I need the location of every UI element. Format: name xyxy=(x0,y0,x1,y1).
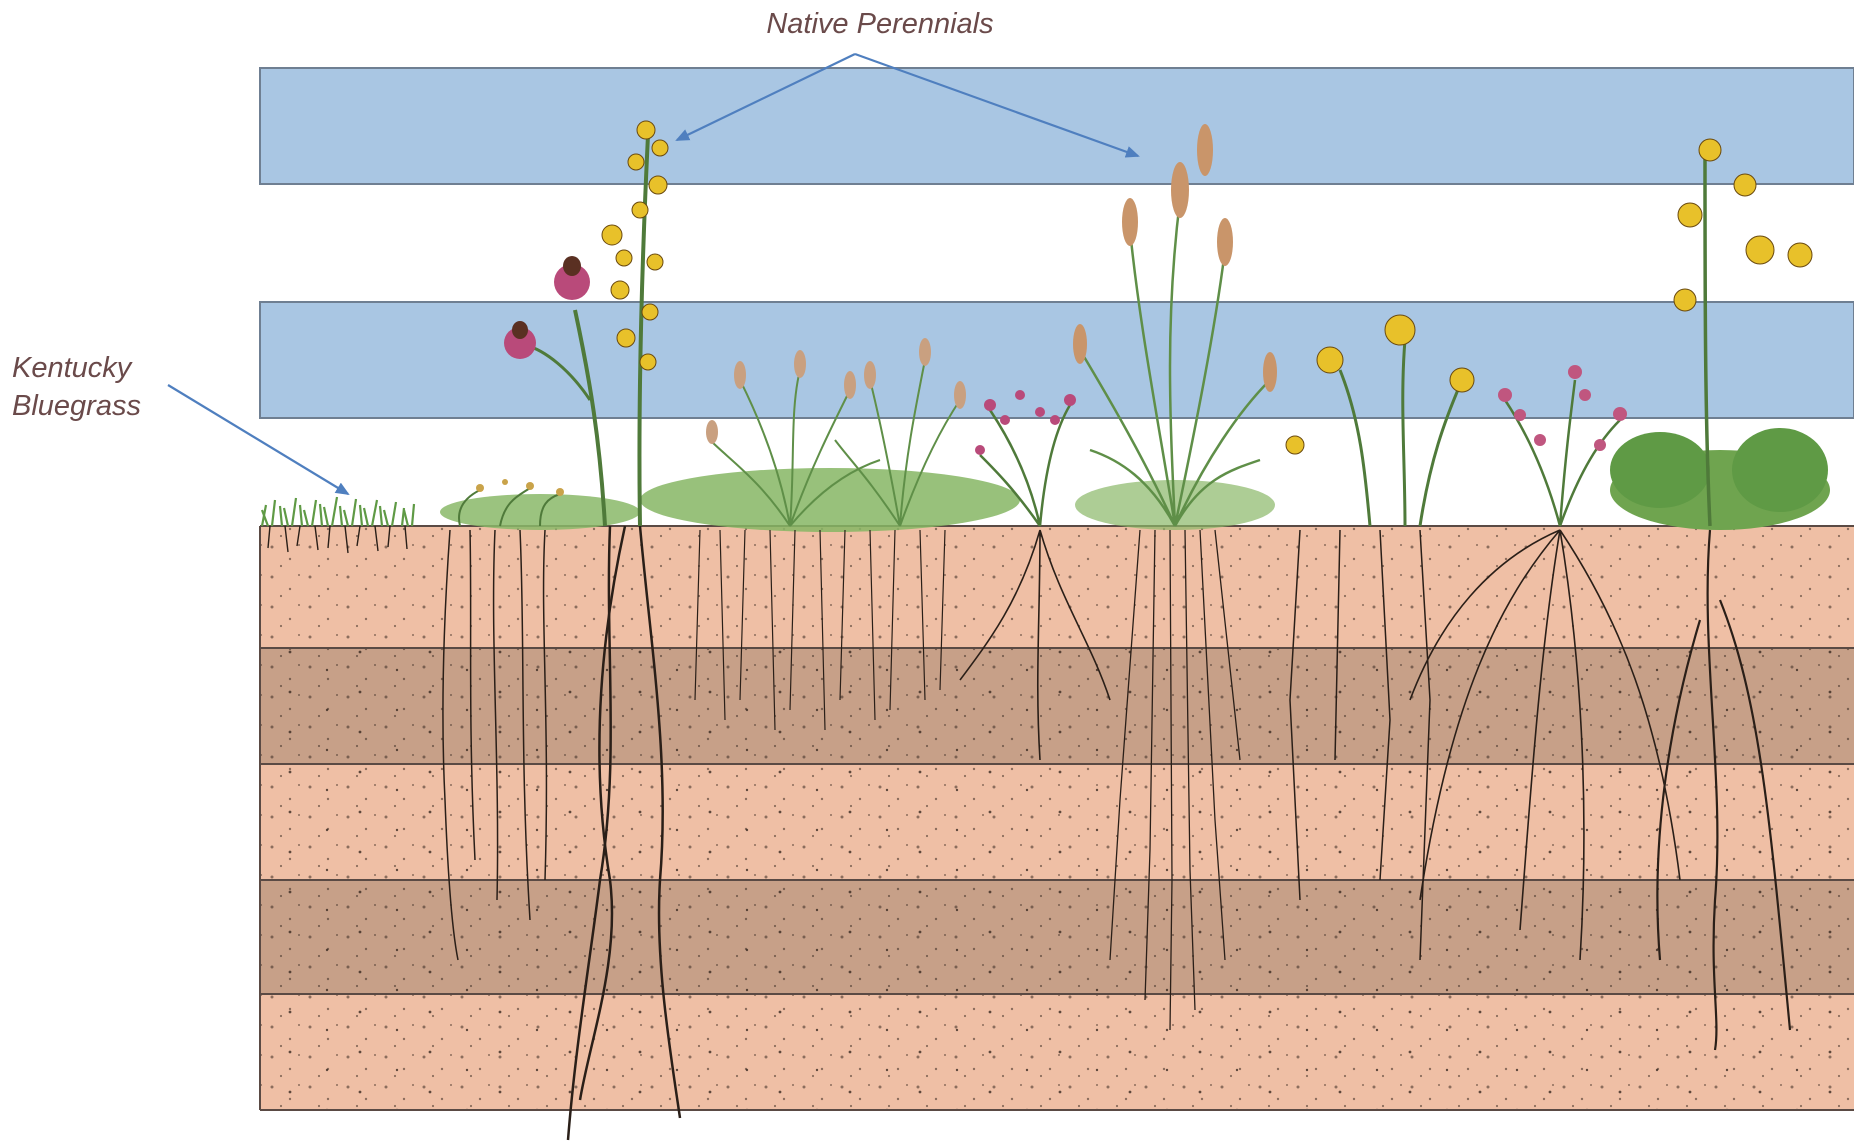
label-native-perennials: Native Perennials xyxy=(700,5,1060,43)
label-kentucky-line2: Bluegrass xyxy=(12,387,212,425)
label-kentucky-bluegrass: Kentucky Bluegrass xyxy=(12,349,212,425)
sky-bands xyxy=(260,68,1854,418)
label-kentucky-line1: Kentucky xyxy=(12,349,212,387)
soil-layers xyxy=(260,526,1854,1110)
short-grass-icon xyxy=(262,497,414,526)
sky-band-lower xyxy=(260,302,1854,418)
